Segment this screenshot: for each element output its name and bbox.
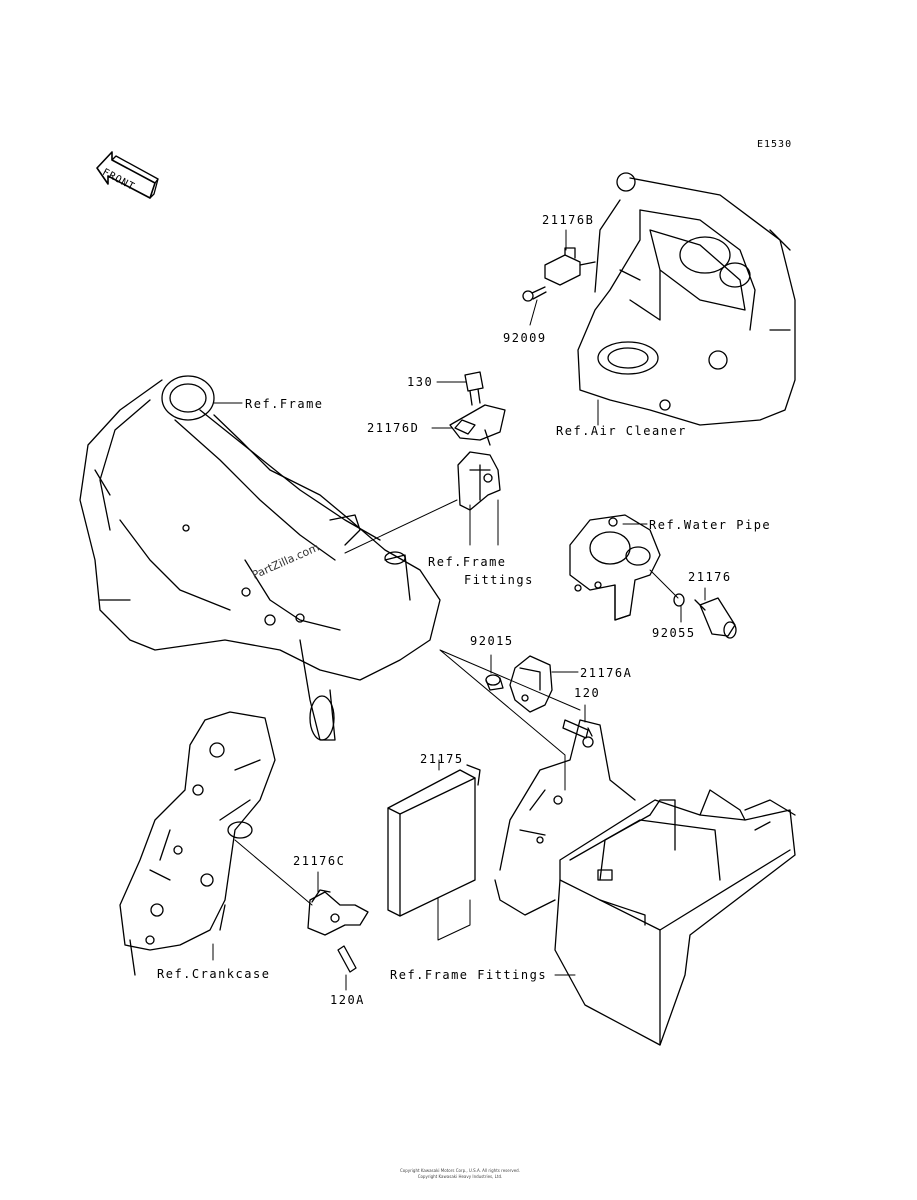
front-arrow-icon (96, 151, 159, 199)
part-label-21176: 21176 (688, 570, 732, 584)
ref-water-pipe-label: Ref.Water Pipe (649, 518, 772, 532)
part-label-130: 130 (407, 375, 434, 389)
ref-frame-fittings-label-line1: Ref.Frame (428, 555, 507, 569)
frame-illustration (79, 375, 441, 741)
air-cleaner-illustration (577, 172, 796, 426)
bracket-frame-fittings-icon (457, 451, 501, 511)
bolt-92009-icon (522, 286, 547, 302)
footer-line-1: Copyright Kawasaki Motors Corp., U.S.A. … (400, 1168, 520, 1173)
part-label-21176D: 21176D (367, 421, 420, 435)
crankcase-illustration (119, 711, 276, 976)
sensor-21176B-icon (544, 247, 596, 286)
bolt-120-icon (562, 719, 593, 739)
bolt-120A-icon (337, 945, 357, 973)
part-label-21176C: 21176C (293, 854, 346, 868)
bolt-130-icon (464, 371, 484, 406)
sensor-21176D-icon (449, 404, 506, 446)
part-label-92055: 92055 (652, 626, 696, 640)
water-pipe-illustration (569, 514, 661, 621)
sensor-21176-icon (694, 597, 737, 639)
part-label-92009: 92009 (503, 331, 547, 345)
battery-box-illustration (494, 719, 796, 1046)
copyright-footer: Copyright Kawasaki Motors Corp., U.S.A. … (300, 1168, 620, 1180)
part-label-21176B: 21176B (542, 213, 595, 227)
part-label-92015: 92015 (470, 634, 514, 648)
footer-line-2: Copyright Kawasaki Heavy Industries, Ltd… (417, 1174, 503, 1179)
ecu-21175-illustration (387, 764, 481, 917)
sensor-21176C-icon (307, 889, 369, 936)
part-label-21176A: 21176A (580, 666, 633, 680)
part-label-120: 120 (574, 686, 601, 700)
diagram-code: E1530 (757, 139, 793, 150)
part-label-120A: 120A (330, 993, 365, 1007)
ref-frame-fittings-bottom-label: Ref.Frame Fittings (390, 968, 548, 982)
part-label-21175: 21175 (420, 752, 464, 766)
washer-92055-icon (673, 593, 685, 607)
ref-crankcase-label: Ref.Crankcase (157, 967, 271, 981)
ref-frame-label: Ref.Frame (245, 397, 324, 411)
ref-air-cleaner-label: Ref.Air Cleaner (556, 424, 687, 438)
sensor-21176A-icon (509, 655, 553, 713)
ref-frame-fittings-label-line2: Fittings (464, 573, 534, 587)
leader-lines (212, 229, 706, 991)
collar-92015-icon (485, 674, 504, 691)
